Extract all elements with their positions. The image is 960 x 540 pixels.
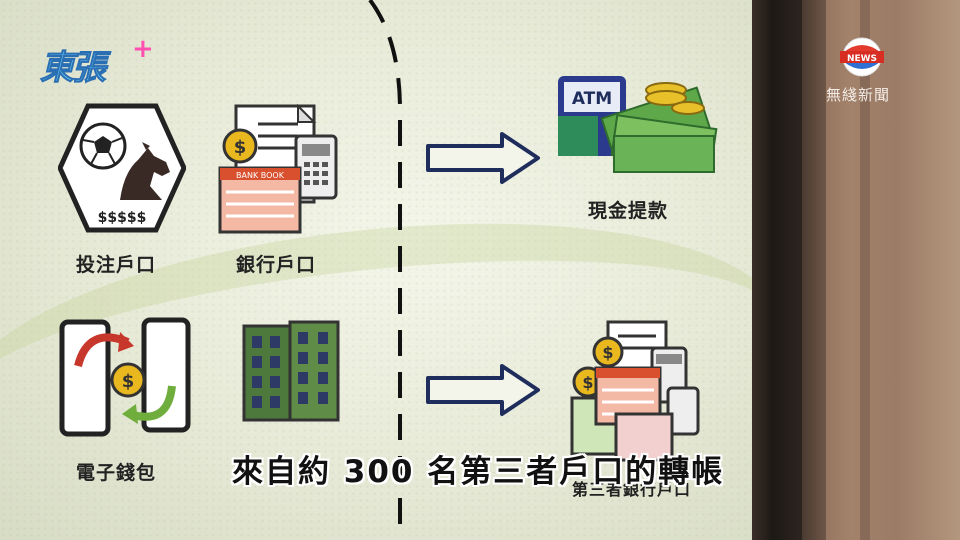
e-wallet-icon: $ (59, 317, 191, 437)
betting-icon: $$$$$ (58, 103, 186, 233)
third-party-accounts-label: 第三者銀行戶口 (572, 480, 692, 499)
arrow-to-third-party-icon (426, 364, 540, 416)
program-logo: 東張 (40, 48, 107, 89)
program-logo-plus: + (132, 34, 154, 64)
betting-money-text: $$$$$ (98, 210, 147, 226)
svg-text:$: $ (602, 343, 613, 362)
bank-book-text: BANK BOOK (236, 171, 285, 180)
svg-text:$: $ (234, 137, 247, 158)
svg-text:$: $ (122, 371, 135, 392)
tv-screen: $$$$$ 投注戶口 $ BANK BOOK 銀行戶口 ATM 現金提款 (0, 0, 752, 540)
bank-account-label: 銀行戶口 (236, 254, 317, 276)
arrow-to-cash-icon (426, 132, 540, 184)
news-channel-caption: 無綫新聞 (826, 86, 891, 104)
e-wallet-label: 電子錢包 (76, 462, 157, 484)
third-party-accounts-icon: $ $ (570, 320, 700, 462)
cash-withdrawal-label: 現金提款 (588, 200, 669, 222)
subtitle-caption: 來自約 300 名第三者戶口的轉帳 (232, 454, 725, 490)
background-wall (802, 0, 960, 540)
tv-bezel (752, 0, 802, 540)
dashed-divider (368, 0, 402, 540)
atm-text: ATM (572, 89, 612, 109)
betting-account-label: 投注戶口 (76, 254, 157, 276)
svg-text:$: $ (582, 373, 593, 392)
atm-cash-icon: ATM (558, 76, 718, 173)
bank-account-icon: $ BANK BOOK (218, 104, 338, 234)
news-badge-text: NEWS (847, 54, 877, 64)
news-channel-logo-icon: NEWS (840, 37, 884, 77)
company-buildings-icon (242, 320, 340, 422)
